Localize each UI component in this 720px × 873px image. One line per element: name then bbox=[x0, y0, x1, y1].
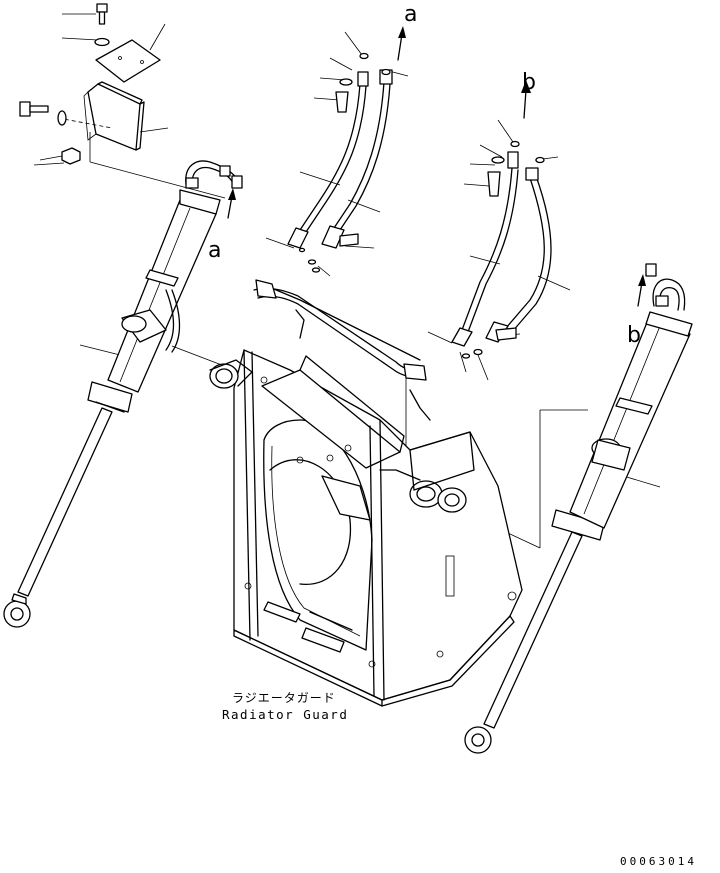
part-name-japanese: ラジエータガード bbox=[232, 691, 336, 705]
arrow-b-right bbox=[637, 274, 646, 307]
cover-assembly bbox=[19, 3, 161, 165]
arrow-a-left-label: a bbox=[208, 238, 222, 263]
hoses-b bbox=[451, 140, 552, 359]
arrow-b-top bbox=[521, 80, 531, 119]
cover-box bbox=[87, 83, 141, 151]
steel-pipes bbox=[253, 279, 431, 481]
arrow-a-top-label: a bbox=[404, 2, 418, 27]
left-hydraulic-cylinder bbox=[3, 160, 243, 628]
arrow-b-top-label: b bbox=[522, 70, 536, 95]
bolt-side bbox=[19, 101, 49, 117]
arrow-b-right-label: b bbox=[627, 323, 641, 348]
right-hydraulic-cylinder bbox=[464, 263, 693, 754]
drawing-number: 00063014 bbox=[620, 855, 697, 868]
washer-top bbox=[94, 37, 110, 47]
right-cylinder-barrel bbox=[569, 319, 691, 529]
plate bbox=[95, 39, 161, 83]
left-rod-eye bbox=[3, 600, 31, 628]
washer-side bbox=[57, 110, 67, 126]
radiator-guard-body bbox=[233, 349, 523, 701]
right-rod-eye bbox=[464, 726, 492, 754]
radiator-guard-frame bbox=[209, 349, 523, 707]
arrow-a-top bbox=[397, 26, 406, 61]
part-name-english: Radiator Guard bbox=[222, 707, 349, 722]
arrow-a-left bbox=[227, 188, 236, 219]
nut bbox=[61, 147, 81, 165]
bolt-top bbox=[96, 3, 108, 25]
hoses-a bbox=[287, 52, 393, 273]
left-cylinder-barrel bbox=[107, 199, 217, 393]
